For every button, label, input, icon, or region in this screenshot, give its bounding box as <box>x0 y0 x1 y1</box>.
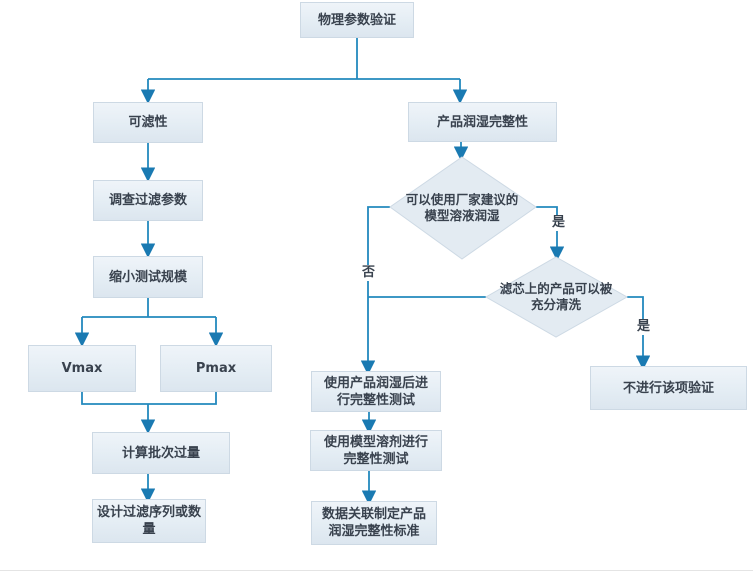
node-physical-parameter-verification: 物理参数验证 <box>300 2 414 38</box>
decision-model-wetting-shape <box>389 156 537 260</box>
node-integrity-test-after-product-wetting: 使用产品润湿后进行完整性测试 <box>311 371 441 412</box>
node-vmax: Vmax <box>28 345 136 392</box>
node-data-correlation-standard: 数据关联制定产品润湿完整性标准 <box>311 501 437 545</box>
edge-decision-yes-to-rinse <box>536 206 565 261</box>
node-filterability: 可滤性 <box>93 102 203 143</box>
edge-vmax-pmax-merge <box>81 392 217 405</box>
bottom-divider <box>0 570 753 571</box>
node-integrity-test-model-solvent: 使用模型溶剂进行完整性测试 <box>310 430 442 471</box>
node-design-filtration-sequence: 设计过滤序列或数量 <box>92 499 206 543</box>
edge-label-yes-model-wetting: 是 <box>551 215 567 231</box>
node-pmax: Pmax <box>160 345 272 392</box>
edge-label-no-model-wetting: 否 <box>361 265 377 281</box>
node-product-wetting-integrity: 产品润湿完整性 <box>408 102 557 142</box>
edge-rinse-yes-to-skip <box>627 296 651 370</box>
edge-decision-no-to-test <box>360 206 390 375</box>
node-skip-validation: 不进行该项验证 <box>590 366 747 410</box>
decision-rinse-shape <box>484 256 629 338</box>
node-calculate-batch-excess: 计算批次过量 <box>92 432 230 474</box>
node-scale-down-test: 缩小测试规模 <box>93 256 203 298</box>
node-investigate-filtration-params: 调查过滤参数 <box>93 180 203 221</box>
edge-label-yes-rinse: 是 <box>636 319 652 335</box>
decision-rinse-label: 滤芯上的产品可以被充分清洗 <box>499 281 613 312</box>
decision-model-wetting-label: 可以使用厂家建议的模型溶液润湿 <box>405 192 519 223</box>
